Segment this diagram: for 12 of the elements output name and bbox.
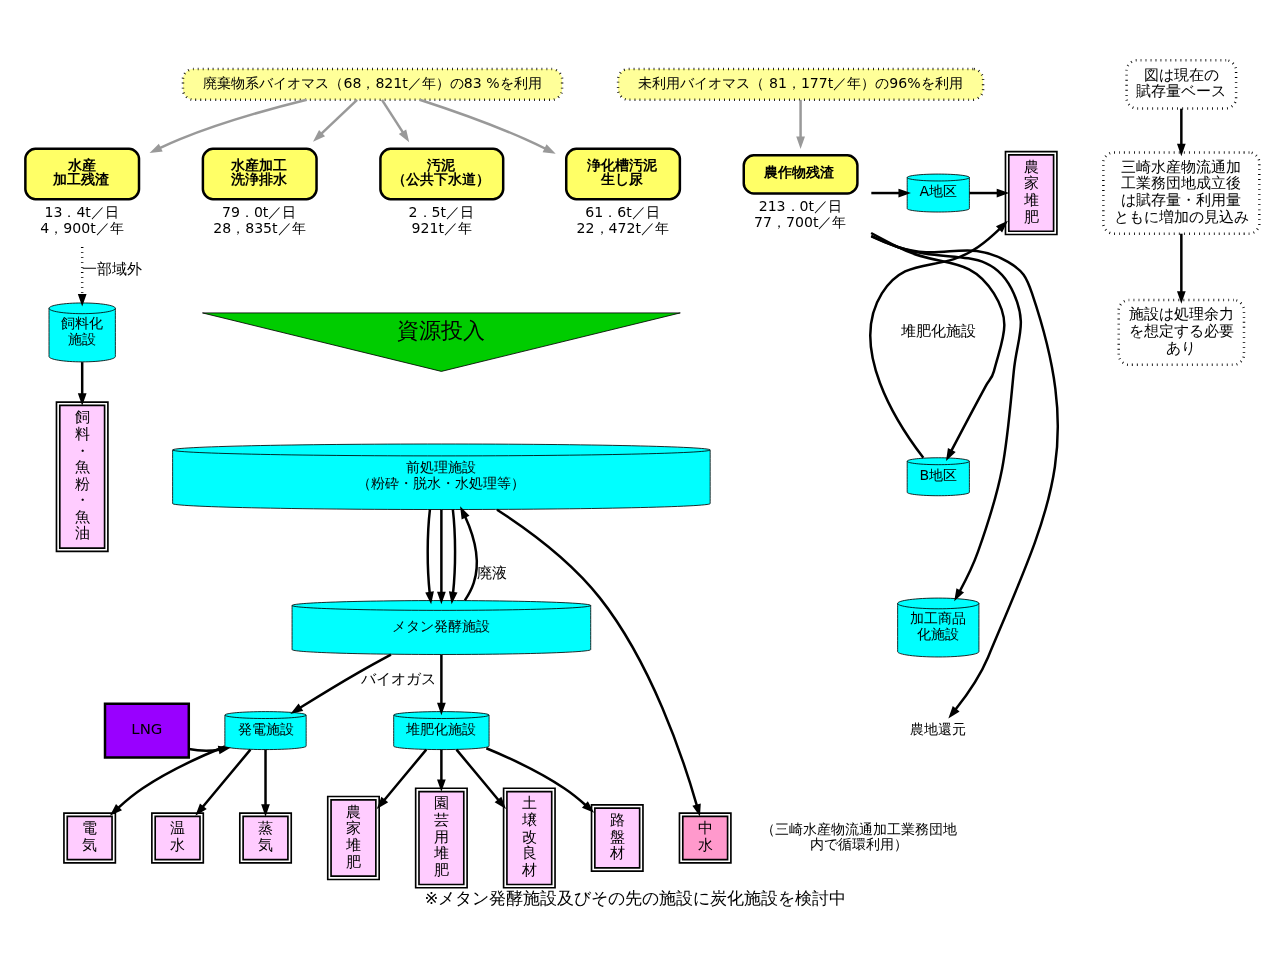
node-label: （三崎水産物流通加工業務団地内で循環利用） [760, 820, 957, 852]
node-label: 79．0t／日 28，835t／年 [213, 203, 306, 236]
edge-label: 一部域外 [82, 259, 143, 278]
edge-label: バイオガス [360, 669, 436, 688]
node-text: 農地還元 [910, 720, 967, 737]
node-label: 213．0t／日 77，700t／年 [754, 197, 847, 230]
node-label: 61．6t／日 22，472t／年 [576, 203, 669, 236]
caption: ※メタン発酵施設及びその先の施設に炭化施設を検討中 [424, 888, 847, 908]
node-label: 2．5t／日 921t／年 [408, 203, 475, 236]
edge-label: 廃液 [477, 563, 508, 582]
node-label: 13．4t／日 4，900t／年 [40, 203, 124, 236]
label: 堆肥化施設 [900, 321, 976, 340]
